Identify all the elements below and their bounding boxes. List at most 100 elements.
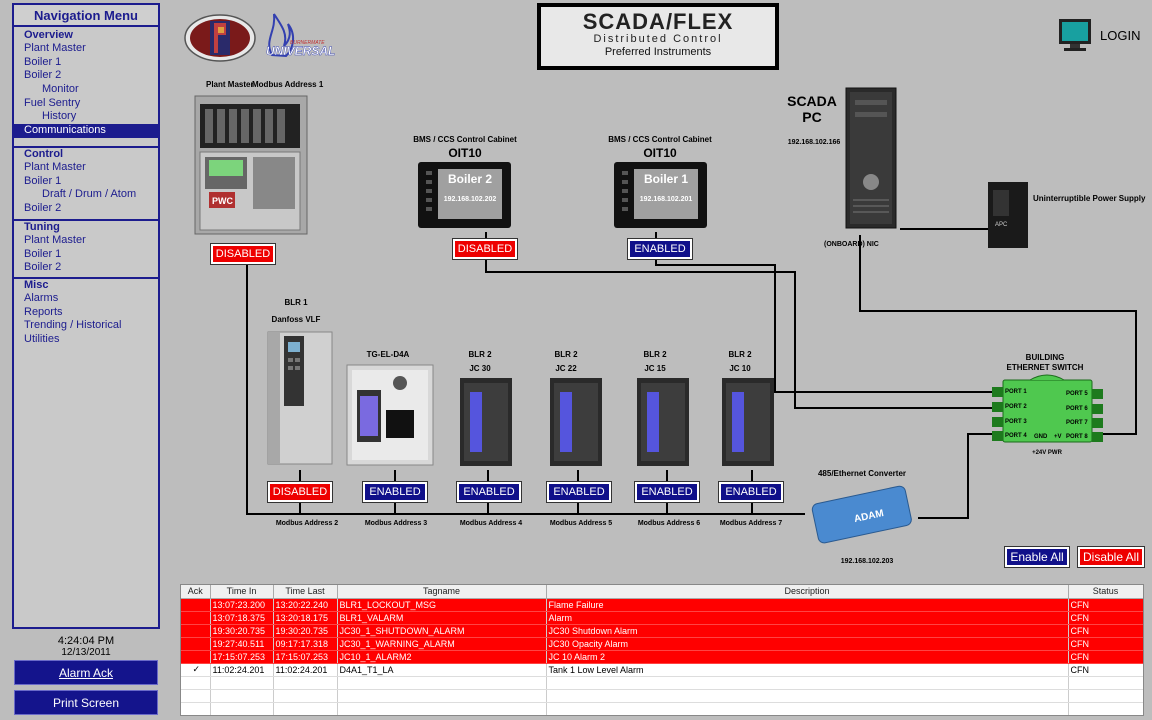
switch-port-6: PORT 6 — [1066, 406, 1088, 412]
alarm-cell-time-in: 11:02:24.201 — [210, 663, 274, 677]
alarm-cell-description — [546, 689, 1069, 703]
alarm-cell-ack — [181, 624, 211, 638]
nav-item-fuel-sentry[interactable]: Fuel Sentry — [24, 96, 81, 109]
nav-item-reports[interactable]: Reports — [24, 305, 63, 318]
column-header-time-last[interactable]: Time Last — [273, 585, 338, 599]
nav-item-history[interactable]: History — [42, 110, 77, 123]
login-label: LOGIN — [1100, 28, 1141, 43]
alarm-cell-description: Flame Failure — [546, 598, 1069, 612]
nav-item-control-draft-drum-atom[interactable]: Draft / Drum / Atom — [42, 188, 137, 201]
alarm-cell-time-last: 09:17:17.318 — [273, 637, 338, 651]
oit-boiler2-ip: 192.168.102.202 — [443, 196, 497, 203]
alarm-cell-time-last — [273, 676, 338, 690]
switch-port-5: PORT 5 — [1066, 391, 1088, 397]
jc30-status-button[interactable]: ENABLED — [456, 481, 522, 503]
alarm-row[interactable] — [181, 676, 1143, 690]
converter-ip: 192.168.102.203 — [840, 558, 894, 565]
jc22-status-button[interactable]: ENABLED — [546, 481, 612, 503]
scada-pc-ip: 192.168.102.166 — [787, 139, 841, 146]
enable-all-button[interactable]: Enable All — [1004, 546, 1070, 568]
alarm-cell-description: Alarm — [546, 611, 1069, 625]
scada-pc-cable — [859, 235, 1137, 435]
nav-item-control-boiler-2[interactable]: Boiler 2 — [24, 202, 62, 215]
switch-title-line2: ETHERNET SWITCH — [1006, 363, 1084, 372]
nav-item-communications[interactable]: Communications — [14, 124, 158, 138]
alarm-table[interactable]: Ack Time In Time Last Tagname Descriptio… — [180, 584, 1144, 716]
alarm-cell-time-last: 11:02:24.201 — [273, 663, 338, 677]
nav-item-control-boiler-1[interactable]: Boiler 1 — [24, 174, 62, 187]
nav-item-alarms[interactable]: Alarms — [24, 292, 59, 304]
alarm-cell-description — [546, 702, 1069, 715]
jc10-label-line1: BLR 2 — [728, 350, 752, 359]
alarm-cell-time-in: 17:15:07.253 — [210, 650, 274, 664]
oit-boiler1-ip: 192.168.102.201 — [639, 196, 693, 203]
tg-label: TG-EL-D4A — [366, 350, 410, 359]
alarm-table-header: Ack Time In Time Last Tagname Descriptio… — [181, 585, 1143, 599]
converter-cable — [918, 433, 1003, 519]
switch-gnd: GND — [1034, 434, 1048, 440]
alarm-cell-tagname: JC30_1_SHUTDOWN_ALARM — [337, 624, 547, 638]
jc22-label-line2: JC 22 — [555, 364, 577, 373]
jc10-address: Modbus Address 7 — [719, 520, 783, 527]
nav-item-plant-master[interactable]: Plant Master — [24, 42, 86, 54]
alarm-cell-time-in — [210, 676, 274, 690]
nav-head-control[interactable]: Control — [24, 148, 64, 160]
column-header-tagname[interactable]: Tagname — [337, 585, 547, 599]
vfd-status-button[interactable]: DISABLED — [267, 481, 333, 503]
oit-boiler1-cabinet-label: BMS / CCS Control Cabinet — [608, 135, 712, 144]
nav-item-tuning-boiler-1[interactable]: Boiler 1 — [24, 247, 62, 260]
oit-boiler2-status-button[interactable]: DISABLED — [452, 238, 518, 260]
alarm-row[interactable] — [181, 689, 1143, 703]
login-button[interactable]: LOGIN — [1057, 17, 1147, 57]
column-header-status[interactable]: Status — [1068, 585, 1143, 599]
nav-item-utilities[interactable]: Utilities — [24, 333, 60, 346]
alarm-row[interactable] — [181, 702, 1143, 715]
switch-power: +24V PWR — [1032, 450, 1062, 456]
alarm-cell-ack — [181, 611, 211, 625]
alarm-cell-ack — [181, 689, 211, 703]
jc30-unit — [460, 378, 512, 466]
tg-status-button[interactable]: ENABLED — [362, 481, 428, 503]
disable-all-button[interactable]: Disable All — [1077, 546, 1145, 568]
tg-address: Modbus Address 3 — [364, 520, 428, 527]
nav-item-boiler-1[interactable]: Boiler 1 — [24, 55, 62, 68]
alarm-cell-tagname — [337, 676, 547, 690]
nav-item-tuning-plant-master[interactable]: Plant Master — [24, 234, 86, 246]
nav-item-tuning-boiler-2[interactable]: Boiler 2 — [24, 261, 62, 274]
nav-item-overview[interactable]: Overview — [24, 29, 73, 41]
nav-section-tuning: Tuning Plant Master Boiler 1 Boiler 2 — [14, 219, 158, 275]
alarm-ack-button[interactable]: Alarm Ack — [14, 660, 158, 685]
nav-section-overview: Overview Plant Master Boiler 1 Boiler 2 … — [14, 27, 158, 138]
alarm-cell-tagname — [337, 702, 547, 715]
nav-item-monitor[interactable]: Monitor — [42, 83, 79, 96]
column-header-description[interactable]: Description — [546, 585, 1069, 599]
alarm-cell-tagname: D4A1_T1_LA — [337, 663, 547, 677]
alarm-cell-time-in — [210, 689, 274, 703]
plant-master-status-button[interactable]: DISABLED — [210, 243, 276, 265]
nav-item-trending-historical[interactable]: Trending / Historical — [24, 319, 122, 332]
oit-boiler1-status-button[interactable]: ENABLED — [627, 238, 693, 260]
jc10-status-button[interactable]: ENABLED — [718, 481, 784, 503]
nav-section-misc: Misc Alarms Reports Trending / Historica… — [14, 277, 158, 347]
column-header-time-in[interactable]: Time In — [210, 585, 274, 599]
jc15-status-button[interactable]: ENABLED — [634, 481, 700, 503]
scada-pc-title-line2: PC — [802, 109, 822, 125]
nav-head-tuning[interactable]: Tuning — [24, 221, 60, 233]
clock-time: 4:24:04 PM — [57, 635, 115, 647]
converter-label: 485/Ethernet Converter — [817, 469, 907, 478]
print-screen-button[interactable]: Print Screen — [14, 690, 158, 715]
nav-item-control-plant-master[interactable]: Plant Master — [24, 161, 86, 173]
scada-title-panel: SCADA/FLEX Distributed Control Preferred… — [541, 7, 775, 66]
nav-item-boiler-2[interactable]: Boiler 2 — [24, 69, 62, 82]
column-header-ack[interactable]: Ack — [181, 585, 211, 599]
nav-head-misc[interactable]: Misc — [24, 279, 49, 291]
alarm-cell-tagname: JC30_1_WARNING_ALARM — [337, 637, 547, 651]
alarm-cell-status: CFN — [1068, 637, 1143, 651]
alarm-cell-ack — [181, 598, 211, 612]
